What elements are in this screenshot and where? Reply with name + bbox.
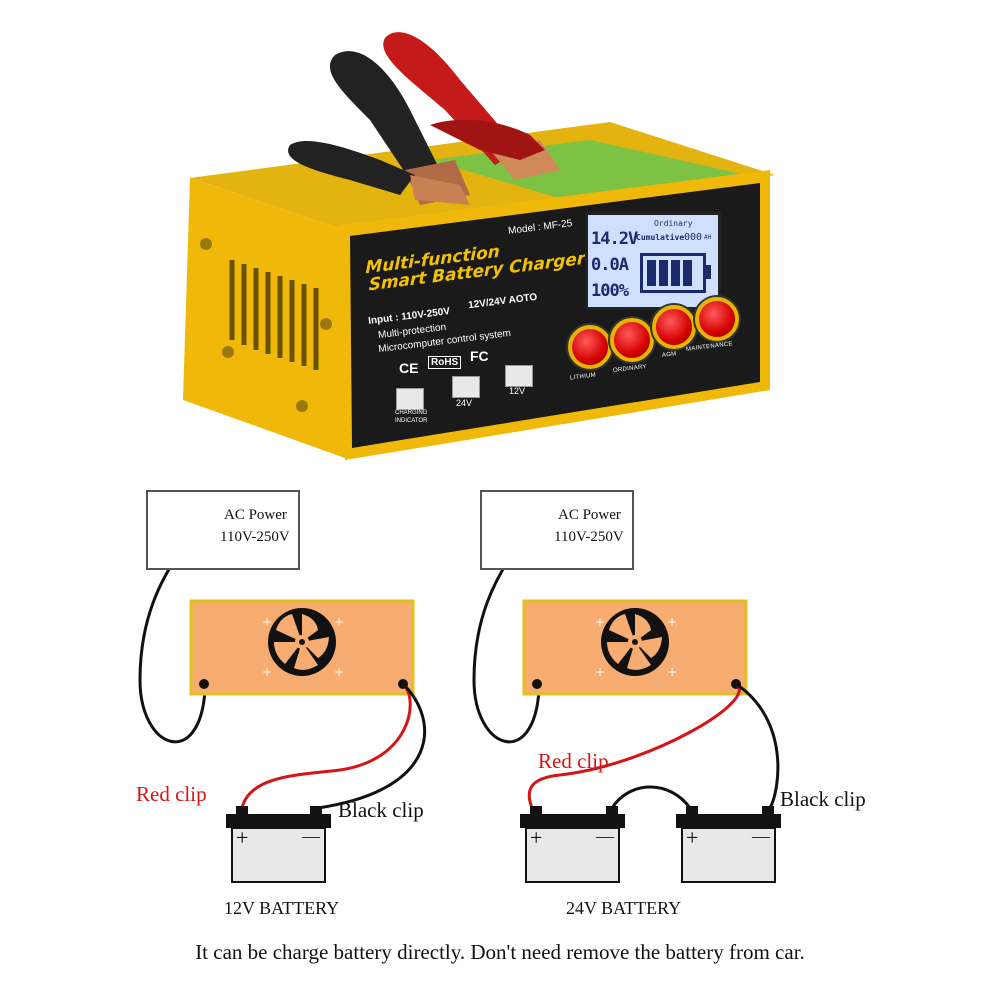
ac-power-box-24v <box>480 490 634 570</box>
battery-24v-left <box>520 806 625 883</box>
lcd-mode: Ordinary <box>654 219 693 228</box>
ac-power-box-12v <box>146 490 300 570</box>
ac-power-label-12v: AC Power <box>224 507 287 523</box>
black-wire-12v <box>317 682 427 810</box>
charging-indicator-label-1: CHARGING <box>395 410 428 416</box>
battery-level-icon <box>640 253 711 293</box>
lcd-cumulative-value: 000 <box>684 232 703 243</box>
minus-sign-24v-right: — <box>752 826 770 846</box>
lcd-cumulative-label: Cumulative <box>636 233 685 242</box>
screw-marks-24v: + + + + <box>595 615 677 679</box>
charging-indicator-key <box>396 388 424 410</box>
screw-marks-12v: + + + + <box>262 615 344 679</box>
agm-button[interactable] <box>652 305 696 349</box>
ac-cord-24v <box>472 548 541 744</box>
12v-label: 12V <box>509 386 526 396</box>
24v-indicator-key <box>452 376 480 398</box>
rohs-logo: RoHS <box>428 356 462 369</box>
fan-icon-24v <box>601 608 669 676</box>
24v-label: 24V <box>456 398 473 408</box>
ce-logo: CE <box>399 360 419 376</box>
12v-indicator-key <box>505 365 533 387</box>
svg-text:+: + <box>667 665 677 679</box>
lcd-percent: 100% <box>591 281 629 301</box>
ac-voltage-label-24v: 110V-250V <box>554 529 624 545</box>
lcd-current: 0.0A <box>591 255 629 275</box>
lcd-cumulative-unit: AH <box>704 234 712 241</box>
lithium-button[interactable] <box>568 325 612 369</box>
black-clip-label-12v: Black clip <box>338 798 424 822</box>
ac-voltage-label-12v: 110V-250V <box>220 529 290 545</box>
red-wire-24v <box>527 682 741 809</box>
battery-label-12v: 12V BATTERY <box>224 898 340 918</box>
black-clip-label-24v: Black clip <box>780 787 866 811</box>
plus-sign-24v-left: + <box>530 825 543 850</box>
ac-cord-12v <box>138 548 207 744</box>
terminal-left-12v <box>199 679 209 689</box>
lcd-voltage: 14.2V <box>591 229 638 249</box>
red-clip-label-12v: Red clip <box>136 782 207 806</box>
red-clip-label-24v: Red clip <box>538 749 609 773</box>
terminal-left-24v <box>532 679 542 689</box>
charging-indicator-label-2: INDICATOR <box>395 418 428 424</box>
plus-sign-12v: + <box>236 825 249 850</box>
battery-24v-right <box>676 806 781 883</box>
minus-sign-12v: — <box>302 826 320 846</box>
svg-text:+: + <box>667 615 677 629</box>
svg-text:+: + <box>334 665 344 679</box>
battery-charger-product: Model : MF-25 Multi-function Smart Batte… <box>0 0 1000 470</box>
battery-12v <box>226 806 331 883</box>
minus-sign-24v-left: — <box>596 826 614 846</box>
wiring-diagram-lines: + + + + + + + + <box>138 527 781 883</box>
maintenance-button[interactable] <box>695 297 739 341</box>
svg-text:+: + <box>595 665 605 679</box>
red-wire-12v <box>240 682 412 809</box>
series-link-wire <box>610 785 692 809</box>
battery-label-24v: 24V BATTERY <box>566 898 682 918</box>
plus-sign-24v-right: + <box>686 825 699 850</box>
svg-text:+: + <box>595 615 605 629</box>
fc-logo: FC <box>470 348 489 364</box>
fan-icon-12v <box>268 608 336 676</box>
caption: It can be charge battery directly. Don't… <box>195 940 805 964</box>
svg-text:+: + <box>262 615 272 629</box>
svg-text:+: + <box>334 615 344 629</box>
ac-power-label-24v: AC Power <box>558 507 621 523</box>
lcd-display: 14.2V 0.0A 100% Ordinary Cumulative 000 … <box>585 212 721 310</box>
ordinary-button[interactable] <box>610 318 654 362</box>
black-wire-24v <box>735 682 780 809</box>
svg-text:+: + <box>262 665 272 679</box>
